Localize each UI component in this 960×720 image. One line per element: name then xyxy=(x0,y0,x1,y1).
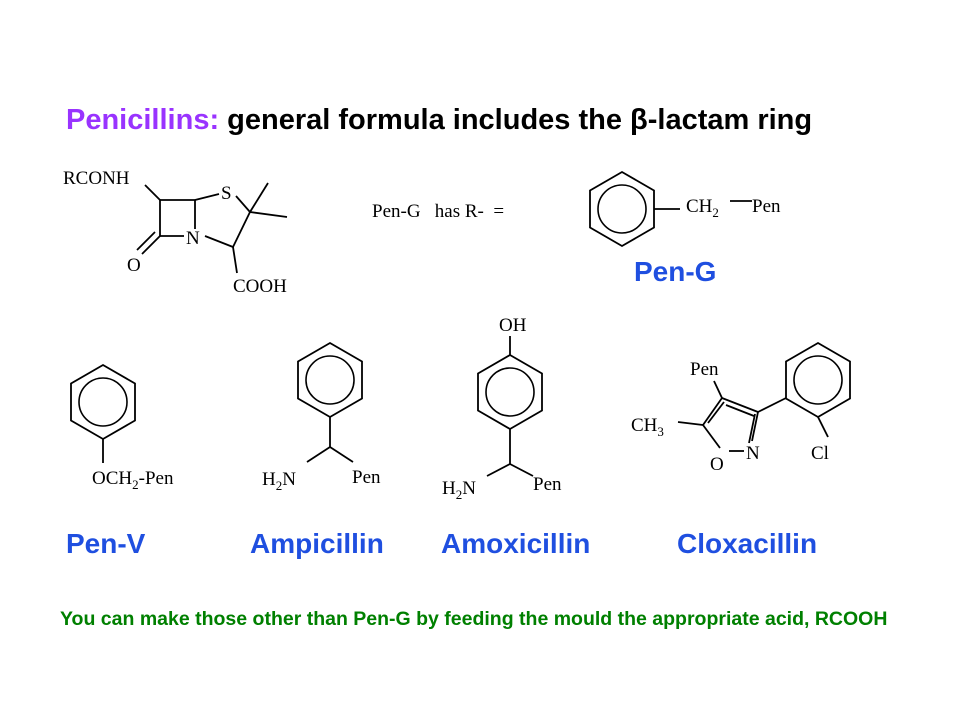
page-title: Penicillins: general formula includes th… xyxy=(66,104,812,137)
methyl-group: CH3 xyxy=(631,415,664,439)
ampicillin-label: Ampicillin xyxy=(250,528,384,559)
pen-g-pen: Pen xyxy=(752,196,781,217)
ring-oxygen: O xyxy=(710,454,724,475)
cloxacillin-pen: Pen xyxy=(690,359,719,380)
ring-nitrogen: N xyxy=(746,443,760,464)
title-rest: general formula includes the β-lactam ri… xyxy=(227,104,813,136)
nitrogen-atom: N xyxy=(186,228,200,249)
pen-v-label: Pen-V xyxy=(66,528,146,559)
amoxicillin-pen: Pen xyxy=(533,474,562,495)
rconh-group: RCONH xyxy=(63,168,130,189)
ch2-group: CH2 xyxy=(686,196,719,220)
title-lead: Penicillins: xyxy=(66,104,220,136)
ampicillin-structure: H2N Pen xyxy=(262,341,381,493)
amoxicillin-label: Amoxicillin xyxy=(441,528,591,559)
ampicillin-pen: Pen xyxy=(352,467,381,488)
cloxacillin-structure: Pen CH3 O N Cl xyxy=(631,341,851,475)
amoxicillin-structure: OH H2N Pen xyxy=(442,315,562,502)
amino-group: H2N xyxy=(262,469,296,493)
amino-group: H2N xyxy=(442,478,476,502)
pen-g-label: Pen-G xyxy=(634,256,717,287)
hydroxyl-group: OH xyxy=(499,315,527,336)
carbonyl-oxygen: O xyxy=(127,255,141,276)
och2-pen-group: OCH2-Pen xyxy=(92,468,174,492)
pen-v-structure: OCH2-Pen xyxy=(70,363,174,492)
chlorine-atom: Cl xyxy=(811,443,829,464)
cooh-group: COOH xyxy=(233,276,287,297)
penicillin-core-structure: RCONH S N O COOH xyxy=(63,168,288,297)
footnote: You can make those other than Pen-G by f… xyxy=(60,608,888,630)
cloxacillin-label: Cloxacillin xyxy=(677,528,818,559)
pen-g-text: Pen-G has R- = xyxy=(372,201,504,222)
sulfur-atom: S xyxy=(221,183,232,204)
pen-g-definition: Pen-G has R- = CH2 Pen xyxy=(372,170,781,248)
